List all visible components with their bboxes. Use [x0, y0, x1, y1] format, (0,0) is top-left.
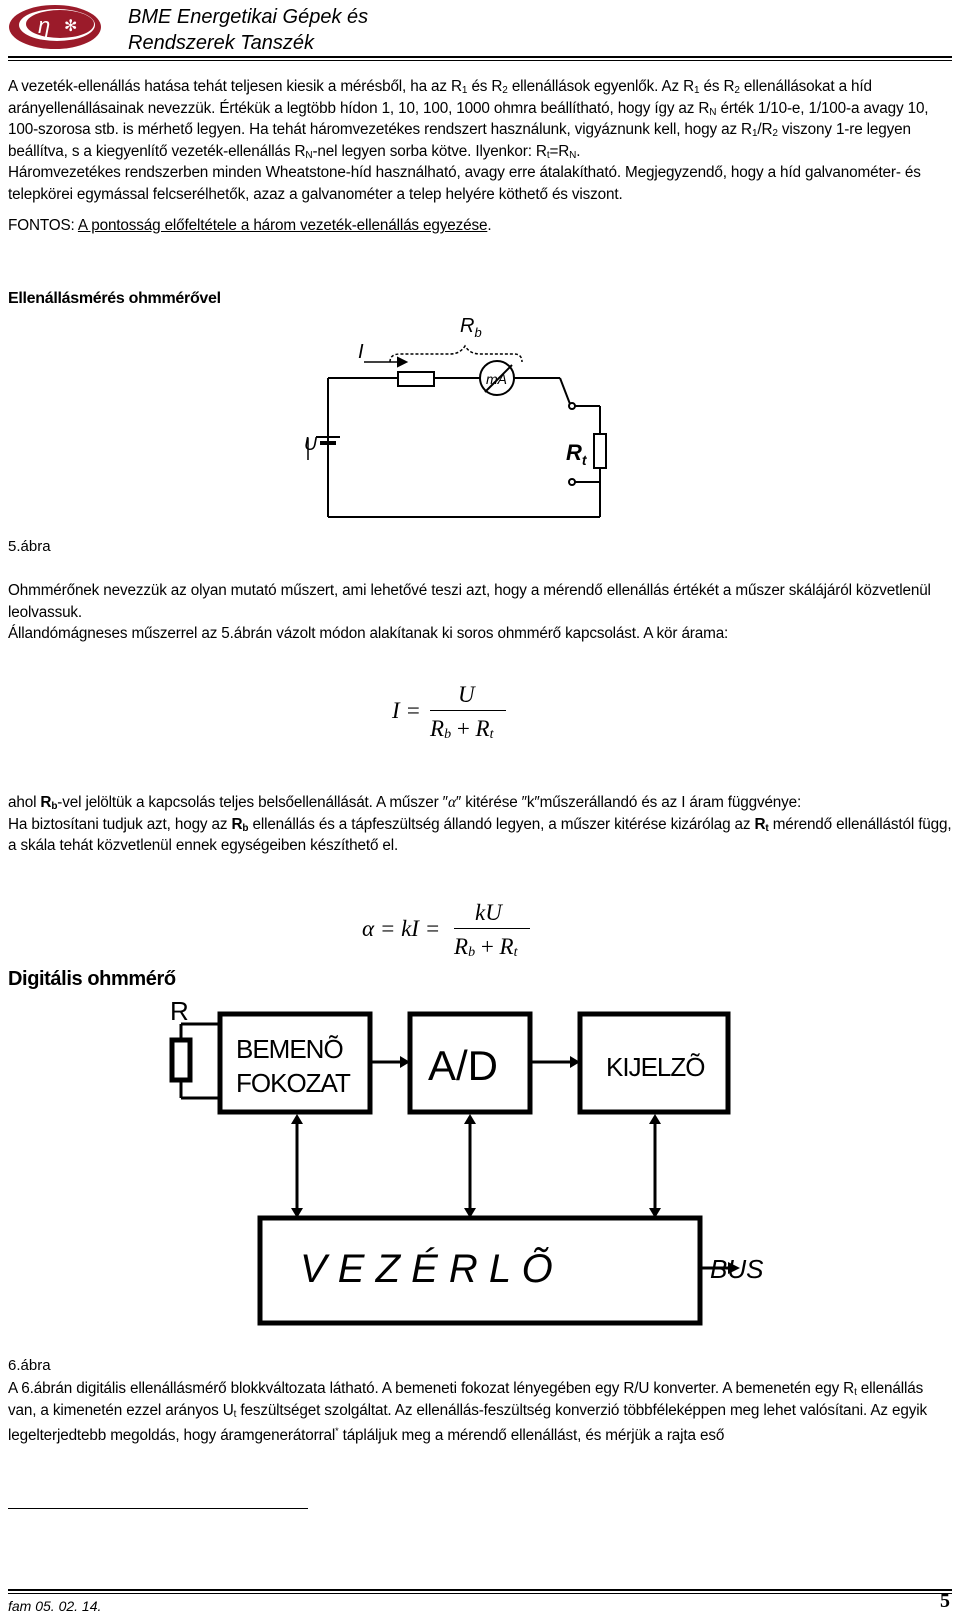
- formula2-lhs: α = kI =: [362, 916, 441, 941]
- paragraph-2: Háromvezetékes rendszerben minden Wheats…: [8, 164, 921, 203]
- label-resistor-R: R: [170, 996, 189, 1026]
- footer-date: fam 05. 02. 14.: [8, 1598, 102, 1614]
- resistor-rb: [397, 371, 435, 387]
- page-header-title: BME Energetikai Gépek és Rendszerek Tans…: [128, 4, 368, 56]
- formula2-numerator: kU: [475, 900, 502, 925]
- label-current-I: I: [358, 341, 364, 363]
- paragraph-wire-resistance: A vezeték-ellenállás hatása tehát teljes…: [8, 76, 952, 205]
- header-divider-thin: [8, 60, 952, 61]
- figure6-caption: 6.ábra: [8, 1357, 51, 1374]
- controller-label: V E Z É R L Õ: [300, 1246, 553, 1291]
- label-voltage-U: U: [304, 434, 318, 454]
- paragraph-4: Állandómágneses műszerrel az 5.ábrán váz…: [8, 625, 729, 642]
- paragraph-3: Ohmmérőnek nevezzük az olyan mutató műsz…: [8, 582, 931, 621]
- input-stage-line2: FOKOZAT: [236, 1068, 351, 1098]
- block-controller: [257, 1215, 703, 1326]
- figure6-block-diagram: R BEMENÕ FOKOZAT A/D KIJELZÕ V E Z É R L…: [169, 996, 764, 1326]
- footer-divider-thin: [8, 1593, 952, 1594]
- display-label: KIJELZÕ: [606, 1052, 704, 1082]
- formula2-denominator: Rb + Rt: [454, 934, 518, 960]
- resistor-rt: [593, 433, 607, 469]
- paragraph-5: ahol Rb-vel jelöltük a kapcsolás teljes …: [8, 794, 802, 812]
- figure5-circuit: I U Rb mA Rt: [304, 315, 607, 518]
- paragraph-internal-resistance: ahol Rb-vel jelöltük a kapcsolás teljes …: [8, 792, 952, 857]
- formula1-numerator: U: [458, 682, 475, 707]
- page-number: 5: [940, 1590, 950, 1612]
- formula-current: I = U Rb + Rt: [392, 682, 532, 752]
- ad-label: A/D: [428, 1042, 498, 1089]
- label-rt: Rt: [566, 440, 588, 468]
- section-title-digital-ohmmeter: Digitális ohmmérő: [8, 968, 176, 990]
- input-stage-line1: BEMENÕ: [236, 1034, 343, 1064]
- important-text: A pontosság előfeltétele a három vezeték…: [77, 217, 488, 234]
- footer-divider: [8, 1589, 952, 1591]
- important-note: FONTOS: A pontosság előfeltétele a három…: [8, 217, 492, 234]
- paragraph-7: A 6.ábrán digitális ellenállásmérő blokk…: [8, 1380, 927, 1445]
- formula2-fraction-bar: [454, 928, 530, 929]
- block-display: [577, 1011, 731, 1115]
- logo-eta: η: [38, 13, 50, 38]
- figure5-caption: 5.ábra: [8, 538, 51, 555]
- snowflake-icon: ✻: [64, 18, 77, 35]
- formula1-fraction-bar: [430, 710, 506, 711]
- formula-deflection: α = kI = kU Rb + Rt: [362, 900, 552, 970]
- meter-label: mA: [486, 371, 507, 387]
- label-rb: Rb: [460, 315, 482, 340]
- paragraph-1: A vezeték-ellenállás hatása tehát teljes…: [8, 78, 929, 161]
- paragraph-ohmmeter-definition: Ohmmérőnek nevezzük az olyan mutató műsz…: [8, 580, 952, 645]
- important-label: FONTOS:: [8, 217, 78, 234]
- formula1-lhs: I =: [392, 698, 421, 723]
- paragraph-6: Ha biztosítani tudjuk azt, hogy az Rb el…: [8, 815, 952, 855]
- bus-label: BUS: [710, 1254, 764, 1284]
- header-divider: [8, 56, 952, 58]
- input-resistor: [169, 1037, 193, 1083]
- section-title-ohmmeter: Ellenállásmérés ohmmérővel: [8, 290, 221, 307]
- logo-emblem: η ✻: [9, 5, 101, 49]
- department-logo: η ✻: [8, 4, 102, 50]
- footnote-divider: [8, 1508, 308, 1509]
- formula1-denominator: Rb + Rt: [430, 716, 494, 742]
- header-title-line1: BME Energetikai Gépek és: [128, 6, 369, 28]
- paragraph-digital-description: A 6.ábrán digitális ellenállásmérő blokk…: [8, 1378, 952, 1447]
- header-title-line2: Rendszerek Tanszék: [128, 32, 315, 54]
